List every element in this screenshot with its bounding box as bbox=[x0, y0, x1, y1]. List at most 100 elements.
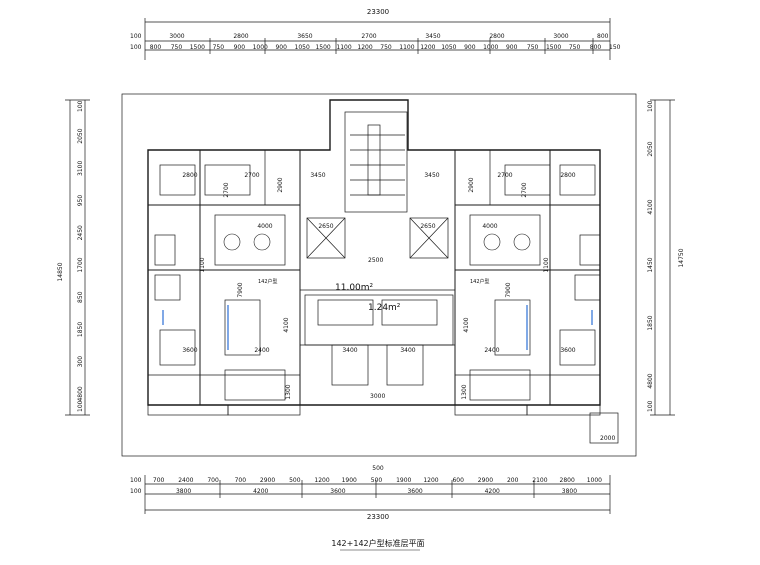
room-dim-lower: 2400 bbox=[254, 347, 269, 354]
right-segment-dim: 2050 bbox=[647, 141, 654, 156]
top-level0: 100 bbox=[130, 33, 142, 40]
right-segment-dims: 2050 4100 1450 1850 4800 bbox=[647, 141, 654, 388]
room-dim-lower: 3400 bbox=[400, 347, 415, 354]
top-minor-dim: 750 bbox=[380, 44, 392, 51]
room-dim-lower: 3600 bbox=[182, 347, 197, 354]
right-top-dim: 100 bbox=[647, 100, 654, 112]
top-minor-dim: 1500 bbox=[190, 44, 205, 51]
right-segment-dim: 4100 bbox=[647, 199, 654, 214]
top-minor-dim: 800 bbox=[590, 44, 602, 51]
right-segment-dim: 1850 bbox=[647, 315, 654, 330]
core-dim-2500: 2500 bbox=[368, 257, 383, 264]
top-minor-dims: 800 750 1500 750 900 1000 900 1050 1500 1100 1200 7… bbox=[150, 44, 602, 51]
bottom-level0: 100 bbox=[130, 477, 142, 484]
left-total-dim: 14850 bbox=[57, 262, 64, 281]
top-minor-dim: 1500 bbox=[546, 44, 561, 51]
core-area-1: 11.00m² bbox=[335, 283, 374, 293]
right-bottom-dim: 100 bbox=[647, 400, 654, 412]
top-minor-dim: 1000 bbox=[253, 44, 268, 51]
bottom-row2-dim: 3800 bbox=[562, 488, 577, 495]
top-minor-dim: 1050 bbox=[441, 44, 456, 51]
top-minor-dim: 900 bbox=[506, 44, 518, 51]
bottom-row1-dim: 700 bbox=[207, 477, 219, 484]
room-dim-upper: 3450 bbox=[310, 172, 325, 179]
room-dim-upper: 2700 bbox=[244, 172, 259, 179]
room-dim-vert: 7900 bbox=[237, 282, 244, 297]
top-major-dim: 2800 bbox=[489, 33, 504, 40]
left-sofa bbox=[224, 299, 261, 356]
bottom-row2-dim: 3800 bbox=[176, 488, 191, 495]
bottom-row2-dim: 4200 bbox=[485, 488, 500, 495]
unit-label-right: 142户型 bbox=[470, 278, 490, 285]
drawing-title: 142+142户型标准层平面 bbox=[331, 538, 424, 548]
left-segment-dim: 1700 bbox=[77, 257, 84, 272]
left-bed-1 bbox=[159, 164, 196, 196]
elevator-left bbox=[306, 217, 346, 259]
unit-label-left: 142户型 bbox=[258, 278, 278, 285]
room-dim-lower: 3400 bbox=[342, 347, 357, 354]
left-bed-master bbox=[204, 164, 251, 196]
bottom-row2-dim: 3600 bbox=[407, 488, 422, 495]
left-bottom-dim: 100 bbox=[77, 400, 84, 412]
top-major-dim: 3000 bbox=[169, 33, 184, 40]
bottom-row2-dim: 4200 bbox=[253, 488, 268, 495]
bottom-row1-dim: 1900 bbox=[342, 477, 357, 484]
right-corner-box bbox=[589, 412, 619, 444]
bottom-row1-dim: 1200 bbox=[423, 477, 438, 484]
bottom-total-dim: 23300 bbox=[367, 513, 389, 521]
left-segment-dim: 1850 bbox=[77, 322, 84, 337]
stair-core bbox=[344, 111, 408, 213]
top-minor-dim: 900 bbox=[464, 44, 476, 51]
right-bed-2 bbox=[559, 329, 596, 366]
room-dim-vert: 2700 bbox=[521, 182, 528, 197]
top-level1: 100 bbox=[130, 44, 142, 51]
top-minor-dim: 1050 bbox=[295, 44, 310, 51]
top-minor-dim: 750 bbox=[569, 44, 581, 51]
left-segment-dim: 300 bbox=[77, 356, 84, 368]
bottom-row1-dim: 2900 bbox=[478, 477, 493, 484]
left-dining-area bbox=[214, 214, 286, 266]
right-segment-dim: 4800 bbox=[647, 373, 654, 388]
top-minor-dim: 1200 bbox=[357, 44, 372, 51]
room-dim-upper: 3450 bbox=[424, 172, 439, 179]
room-dim-lower: 3600 bbox=[560, 347, 575, 354]
top-minor-dim: 750 bbox=[527, 44, 539, 51]
right-sofa bbox=[494, 299, 531, 356]
right-segment-dim: 1450 bbox=[647, 257, 654, 272]
bottom-row1-dim: 500 bbox=[289, 477, 301, 484]
room-dim-mid: 4000 bbox=[257, 223, 272, 230]
top-minor-dim: 1500 bbox=[315, 44, 330, 51]
room-dim-vert: 1300 bbox=[285, 384, 292, 399]
top-minor-dim: 750 bbox=[171, 44, 183, 51]
top-minor-dim: 800 bbox=[150, 44, 162, 51]
bottom-row1-dim: 2900 bbox=[260, 477, 275, 484]
left-bed-2 bbox=[159, 329, 196, 366]
core-area-2: 1.24m² bbox=[368, 303, 401, 313]
room-dim-upper: 2800 bbox=[182, 172, 197, 179]
top-major-dim: 3000 bbox=[553, 33, 568, 40]
building-outline bbox=[147, 99, 601, 406]
bottom-row1-dim: 200 bbox=[507, 477, 519, 484]
room-dim-vert: 2900 bbox=[468, 177, 475, 192]
room-dim-vert: 1100 bbox=[543, 257, 550, 272]
top-major-dim: 3650 bbox=[297, 33, 312, 40]
left-segment-dim: 950 bbox=[77, 195, 84, 207]
top-total-dim: 23300 bbox=[367, 8, 389, 16]
room-dim-vert: 1100 bbox=[199, 257, 206, 272]
bottom-row1-dim: 700 bbox=[153, 477, 165, 484]
left-segment-dim: 2450 bbox=[77, 225, 84, 240]
room-dim-vert: 2900 bbox=[277, 177, 284, 192]
top-minor-dim: 900 bbox=[234, 44, 246, 51]
bottom-row1-dim: 500 bbox=[371, 477, 383, 484]
right-bed-master bbox=[504, 164, 551, 196]
bottom-row1-dim: 2100 bbox=[532, 477, 547, 484]
room-dim-vert: 4100 bbox=[283, 317, 290, 332]
top-minor-dim: 1100 bbox=[399, 44, 414, 51]
